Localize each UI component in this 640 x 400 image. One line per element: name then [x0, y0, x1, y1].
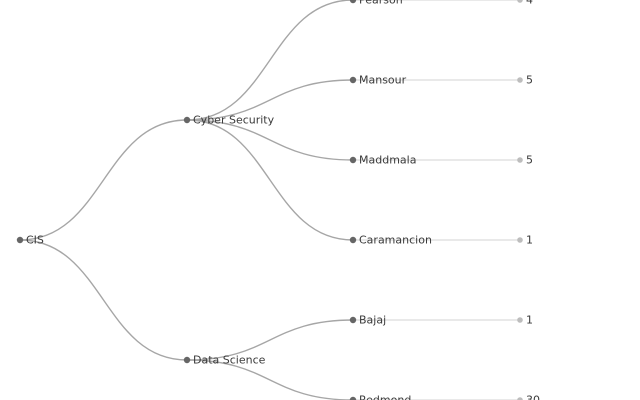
root-cis-label: CIS: [26, 234, 44, 247]
link-cyber-security-mansour: [186, 79, 354, 121]
value-redmond-label: 30: [526, 394, 540, 400]
leaf-pearson-label: Pearson: [359, 0, 403, 7]
value-bajaj-label: 1: [526, 314, 533, 327]
group-data-science-node[interactable]: [183, 356, 191, 364]
leaf-mansour-node[interactable]: [349, 76, 357, 84]
link-root-cyber-security: [19, 119, 188, 241]
leaf-mansour-label: Mansour: [359, 74, 407, 87]
value-pearson-node[interactable]: [517, 0, 523, 3]
value-caramancion-label: 1: [526, 234, 533, 247]
root-cis-node[interactable]: [16, 236, 24, 244]
value-redmond-node[interactable]: [517, 397, 523, 400]
leaf-bajaj-label: Bajaj: [359, 314, 386, 327]
link-data-science-bajaj: [186, 319, 354, 361]
link-cyber-security-caramancion: [186, 119, 354, 241]
links-layer: [19, 0, 520, 400]
link-root-data-science: [19, 239, 188, 361]
link-cyber-security-pearson: [186, 0, 354, 121]
leaf-redmond-node[interactable]: [349, 396, 357, 400]
value-maddmala-label: 5: [526, 154, 533, 167]
leaf-maddmala-node[interactable]: [349, 156, 357, 164]
leaf-bajaj-node[interactable]: [349, 316, 357, 324]
group-cyber-security-label: Cyber Security: [193, 114, 275, 127]
value-bajaj-node[interactable]: [517, 317, 523, 323]
value-caramancion-node[interactable]: [517, 237, 523, 243]
leaf-maddmala-label: Maddmala: [359, 154, 416, 167]
leaf-redmond-label: Redmond: [359, 394, 411, 400]
value-mansour-node[interactable]: [517, 77, 523, 83]
value-pearson-label: 4: [526, 0, 533, 7]
leaf-pearson-node[interactable]: [349, 0, 357, 4]
group-cyber-security-node[interactable]: [183, 116, 191, 124]
link-data-science-redmond: [186, 359, 354, 400]
group-data-science-label: Data Science: [193, 354, 266, 367]
value-mansour-label: 5: [526, 74, 533, 87]
value-maddmala-node[interactable]: [517, 157, 523, 163]
link-cyber-security-maddmala: [186, 119, 354, 161]
leaf-caramancion-node[interactable]: [349, 236, 357, 244]
leaf-caramancion-label: Caramancion: [359, 234, 432, 247]
